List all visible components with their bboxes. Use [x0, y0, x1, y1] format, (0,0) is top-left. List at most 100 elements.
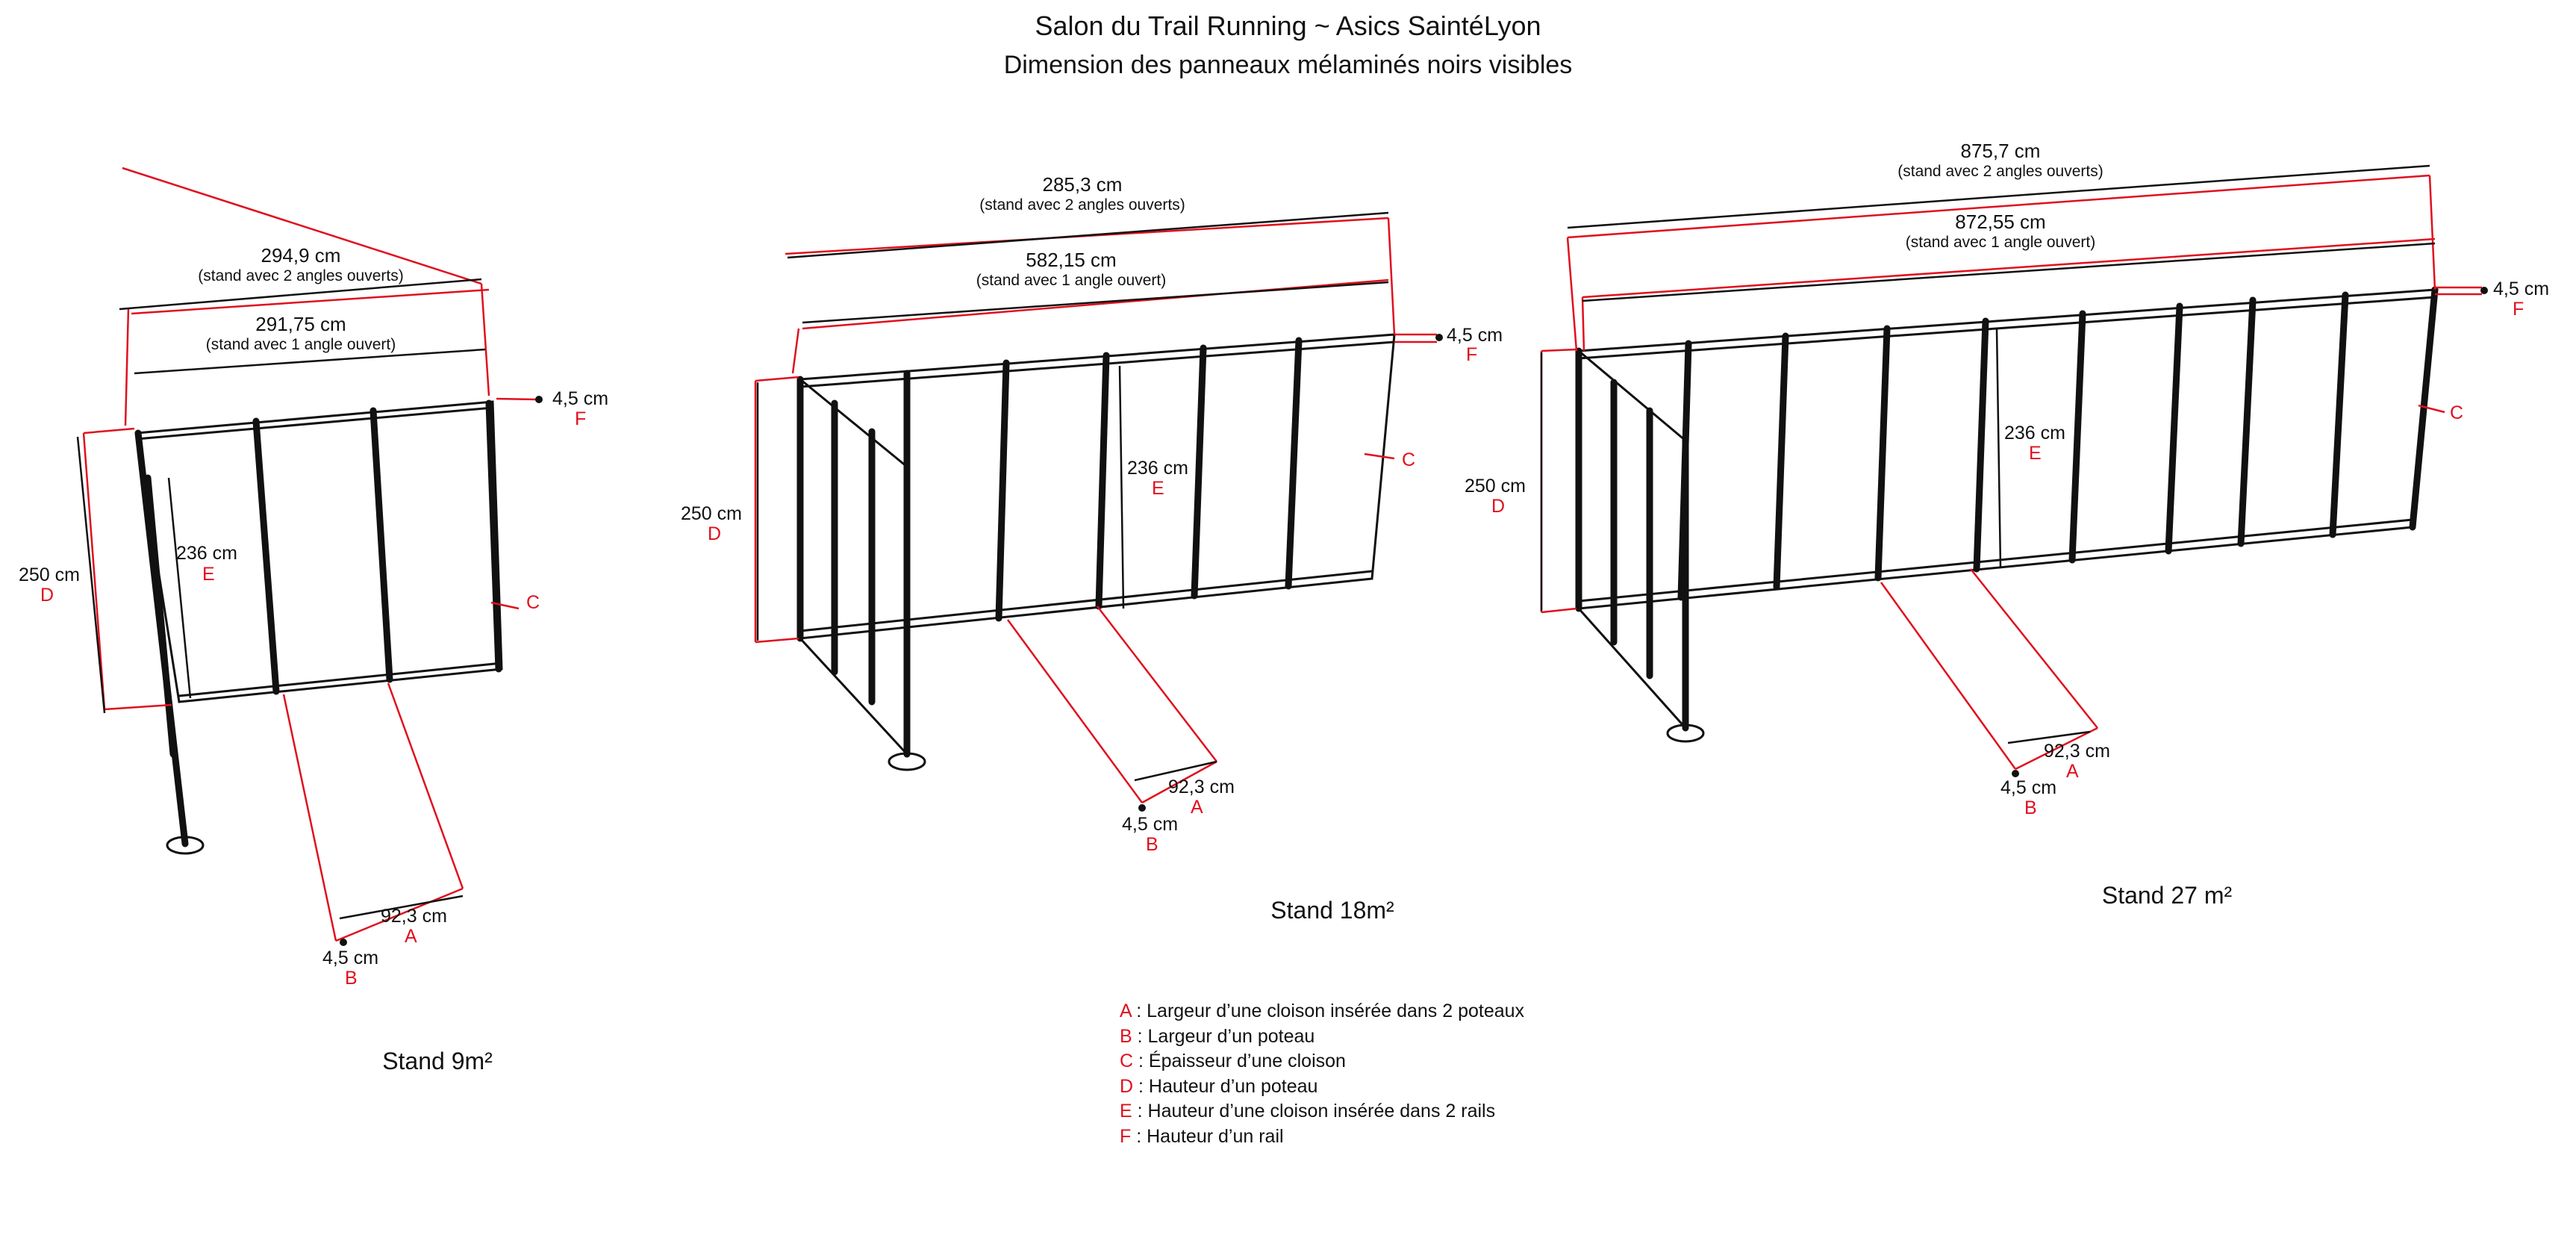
- stand-27-thickness-mark: [2418, 404, 2445, 414]
- stand-18-panel-height: 236 cm: [1127, 458, 1188, 479]
- stand-9-top-rail: [136, 406, 493, 441]
- stand-9-total-note: (stand avec 2 angles ouverts): [198, 267, 403, 284]
- stand-18-inner-note: (stand avec 1 angle ouvert): [976, 272, 1166, 289]
- stand-9-post-base: [166, 836, 205, 855]
- legend: A : Largeur d’une cloison insérée dans 2…: [1120, 999, 1524, 1149]
- stand-9-thickness-mark: [490, 601, 520, 610]
- stand-27-rail: 4,5 cm: [2493, 279, 2549, 299]
- stand-18-floor-guide: [1006, 606, 1217, 804]
- stand-18-panel-width-key: A: [1191, 797, 1203, 818]
- legend-key: E: [1120, 1101, 1132, 1122]
- stand-9-bottom-rail: [178, 662, 502, 697]
- legend-key: A: [1120, 1001, 1132, 1021]
- stand-9-inner-note: (stand avec 1 angle ouvert): [206, 336, 396, 353]
- stand-27-height-guide: [1540, 348, 1577, 614]
- stand-18-side-rail: [799, 378, 908, 756]
- stand-27-floor-guide: [1880, 568, 2098, 771]
- stand-18-post-width-key: B: [1146, 834, 1158, 855]
- stand-27-panel-height-key: E: [2029, 443, 2042, 464]
- stand-9-panel-height-key: E: [202, 564, 215, 585]
- stand-27-bottom-rail: [1578, 518, 2413, 603]
- stand-9-total-width: 294,9 cm: [261, 244, 341, 267]
- stand-27-inner-width-line: [1582, 242, 2436, 302]
- stand-9-rail-marker: [535, 396, 543, 403]
- stand-9-thickness-key: C: [526, 592, 540, 613]
- stand-18-panel-width-line: [1134, 760, 1217, 782]
- legend-item: D : Hauteur d’un poteau: [1120, 1074, 1524, 1100]
- stand-18-rail-marker: [1435, 334, 1443, 341]
- stand-27-name: Stand 27 m²: [2102, 882, 2233, 909]
- diagram-subtitle: Dimension des panneaux mélaminés noirs v…: [1003, 51, 1573, 79]
- stand-9-post-width-key: B: [345, 968, 358, 989]
- stand-27-rail-mark: [2435, 286, 2482, 296]
- stand-9-post-height: 250 cm: [19, 564, 80, 585]
- stand-18-panel-height-key: E: [1152, 478, 1164, 499]
- stand-27-inner-width: 872,55 cm: [1955, 211, 2045, 233]
- stand-27-panel-height-line: [1995, 328, 2002, 568]
- stand-27-rail-key: F: [2513, 299, 2524, 320]
- legend-key: D: [1120, 1075, 1134, 1097]
- stand-18-inner-width: 582,15 cm: [1026, 249, 1116, 271]
- legend-item: B : Largeur d’un poteau: [1120, 1024, 1524, 1050]
- legend-text: : Hauteur d’une cloison insérée dans 2 r…: [1132, 1101, 1496, 1122]
- stand-27-post-marker: [2012, 770, 2019, 777]
- stand-27-side-post: [1575, 347, 1689, 732]
- stand-9-post-height-line: [76, 436, 106, 714]
- stand-9-drawing: 294,9 cm (stand avec 2 angles ouverts) 2…: [19, 167, 608, 1074]
- legend-text: : Hauteur d’un rail: [1131, 1125, 1284, 1147]
- stand-9-top-guides: [122, 167, 490, 426]
- stand-27-post-height-key: D: [1491, 496, 1505, 517]
- stand-9-inner-width: 291,75 cm: [255, 313, 346, 335]
- legend-key: B: [1120, 1025, 1132, 1047]
- stand-18-post-marker: [1138, 804, 1146, 812]
- stand-18-name: Stand 18m²: [1270, 897, 1394, 924]
- stand-27-post-height: 250 cm: [1465, 476, 1526, 497]
- stand-18-total-width-line: [787, 211, 1389, 259]
- stand-9-panel-width-line: [339, 895, 464, 920]
- stand-18-panel-width: 92,3 cm: [1168, 777, 1235, 797]
- stand-9-floor-guide: [282, 682, 464, 942]
- stand-27-frame: [1577, 288, 2436, 610]
- stand-18-rail: 4,5 cm: [1447, 325, 1503, 346]
- stand-27-thickness-key: C: [2450, 402, 2463, 423]
- stand-9-panel-width-key: A: [405, 926, 417, 947]
- stand-9-rail: 4,5 cm: [552, 388, 608, 409]
- stand-27-side-rail: [1577, 349, 1687, 729]
- diagram-title: Salon du Trail Running ~ Asics SaintéLyo…: [1035, 10, 1541, 41]
- stand-9-post-marker: [340, 939, 347, 946]
- stand-18-post-height-key: D: [708, 523, 721, 544]
- stand-9-post: [485, 399, 502, 673]
- legend-key: C: [1120, 1051, 1134, 1071]
- stand-18-side-post: [796, 376, 911, 758]
- stand-9-post-width: 4,5 cm: [322, 948, 378, 968]
- stand-27-panel-width-line: [2007, 730, 2091, 744]
- legend-key: F: [1120, 1125, 1132, 1147]
- stand-18-rail-mark: [1394, 333, 1437, 343]
- stand-9-panel-width: 92,3 cm: [381, 906, 447, 927]
- legend-item: A : Largeur d’une cloison insérée dans 2…: [1120, 999, 1524, 1024]
- stand-18-total-note: (stand avec 2 angles ouverts): [979, 196, 1185, 214]
- stand-27-panel-height: 236 cm: [2004, 423, 2065, 444]
- stand-9-panel-height: 236 cm: [176, 543, 237, 564]
- legend-item: F : Hauteur d’un rail: [1120, 1124, 1524, 1150]
- stand-27-panel-width-key: A: [2066, 761, 2079, 782]
- stand-18-post-base: [888, 752, 926, 771]
- stand-9-post: [252, 417, 280, 695]
- stand-18-inner-width-line: [802, 281, 1389, 324]
- stand-9-name: Stand 9m²: [382, 1048, 493, 1074]
- stand-9-post: [369, 407, 393, 683]
- stand-9-total-width-line: [119, 278, 482, 311]
- stand-9-corner-post: [144, 474, 177, 758]
- stand-9-inner-width-line: [134, 348, 486, 375]
- stand-18-bottom-rail: [799, 570, 1373, 632]
- stand-9-panel-height-line: [167, 477, 192, 699]
- stand-27-panel-width: 92,3 cm: [2044, 741, 2110, 762]
- legend-item: C : Épaisseur d’une cloison: [1120, 1049, 1524, 1074]
- stand-18-panel-height-line: [1118, 365, 1125, 609]
- stand-18-rail-key: F: [1466, 344, 1477, 365]
- legend-text: : Largeur d’un poteau: [1132, 1025, 1315, 1047]
- stand-27-drawing: 875,7 cm (stand avec 2 angles ouverts) 8…: [1465, 140, 2549, 909]
- stand-27-post-width-key: B: [2024, 797, 2037, 818]
- stand-27-post-width: 4,5 cm: [2000, 777, 2056, 798]
